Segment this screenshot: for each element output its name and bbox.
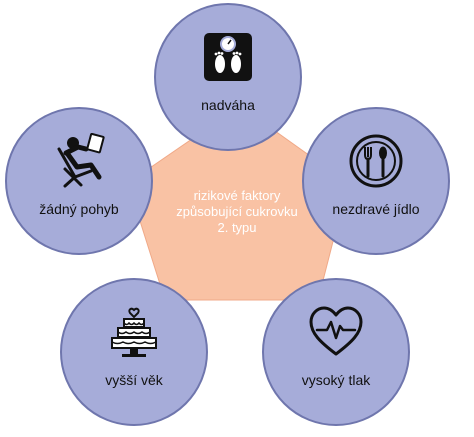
node-zadny-pohyb: žádný pohyb xyxy=(5,107,153,255)
node-vyssi-vek: vyšší věk xyxy=(60,278,208,426)
node-label: nezdravé jídlo xyxy=(332,201,420,217)
heart-pulse-icon xyxy=(309,306,363,356)
birthday-cake-icon xyxy=(111,307,157,357)
center-label-line-2: způsobující cukrovku xyxy=(176,204,298,219)
node-label: žádný pohyb xyxy=(39,201,119,217)
node-label: vyšší věk xyxy=(105,372,163,388)
node-label: nadváha xyxy=(201,97,255,113)
node-vysoky-tlak: vysoký tlak xyxy=(262,278,410,426)
center-label-line-1: rizikové faktory xyxy=(193,188,281,203)
node-label: vysoký tlak xyxy=(301,372,371,388)
node-nadvaha: nadváha xyxy=(154,3,302,151)
bathroom-scale-icon xyxy=(204,33,252,81)
center-label-line-3: 2. typu xyxy=(217,220,257,235)
plate-fork-spoon-icon xyxy=(349,134,403,188)
center-label: rizikové faktory způsobující cukrovku 2.… xyxy=(160,188,314,236)
lounging-person-icon xyxy=(57,133,105,188)
node-nezdrave-jidlo: nezdravé jídlo xyxy=(302,107,450,255)
